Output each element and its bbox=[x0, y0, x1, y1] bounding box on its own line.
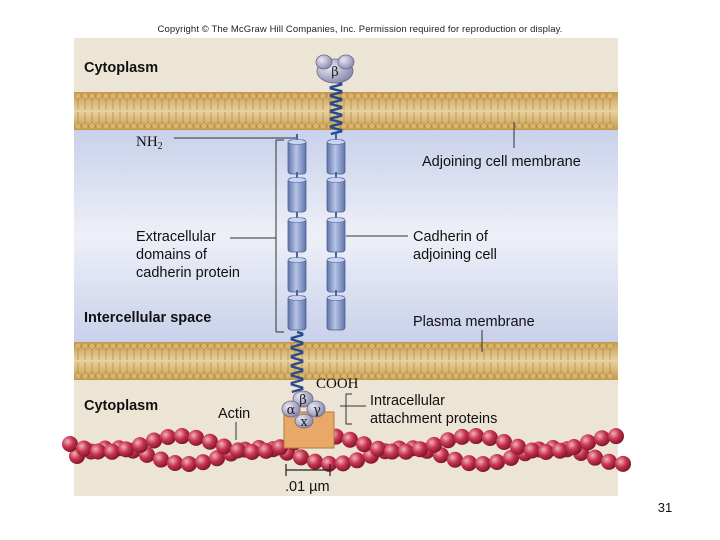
plasma-membrane bbox=[74, 342, 618, 380]
label-adjoining-cell-membrane: Adjoining cell membrane bbox=[422, 154, 581, 170]
scale-bar bbox=[285, 464, 331, 476]
cadherin-coil-top bbox=[329, 80, 343, 136]
cadherin-protein bbox=[287, 134, 307, 331]
label-actin: Actin bbox=[218, 406, 250, 422]
beta-label-bottom: β bbox=[299, 393, 307, 408]
label-plasma-membrane: Plasma membrane bbox=[413, 314, 535, 330]
label-intracellular-line2: attachment proteins bbox=[370, 411, 497, 427]
label-extracellular-line3: cadherin protein bbox=[136, 265, 240, 281]
adjoining-cell-membrane bbox=[74, 92, 618, 130]
cadherin-coil-bottom bbox=[290, 330, 304, 394]
catenin-complex: β α γ x bbox=[281, 390, 326, 430]
gamma-label: γ bbox=[313, 403, 321, 418]
x-label: x bbox=[300, 415, 308, 430]
label-intercellular-space: Intercellular space bbox=[84, 310, 211, 326]
leader-lines bbox=[174, 122, 515, 440]
cadherin-adjoining-cell bbox=[326, 134, 346, 331]
label-extracellular-line2: domains of bbox=[136, 247, 208, 263]
beta-catenin-top: β bbox=[315, 54, 355, 84]
label-cytoplasm-top: Cytoplasm bbox=[84, 60, 158, 76]
label-nh2: NH2 bbox=[136, 134, 163, 152]
label-cytoplasm-bottom: Cytoplasm bbox=[84, 398, 158, 414]
copyright-notice: Copyright © The McGraw Hill Companies, I… bbox=[157, 24, 563, 35]
beta-label-top: β bbox=[331, 65, 339, 80]
page-number: 31 bbox=[657, 500, 673, 515]
label-cadherin-adjoining-line2: adjoining cell bbox=[413, 247, 497, 263]
label-extracellular-line1: Extracellular bbox=[136, 229, 216, 245]
label-cadherin-adjoining-line1: Cadherin of bbox=[413, 229, 489, 245]
label-scale: .01 µm bbox=[285, 479, 330, 495]
alpha-label: α bbox=[287, 403, 296, 418]
label-intracellular-line1: Intracellular bbox=[370, 393, 445, 409]
label-cooh: COOH bbox=[316, 376, 359, 392]
